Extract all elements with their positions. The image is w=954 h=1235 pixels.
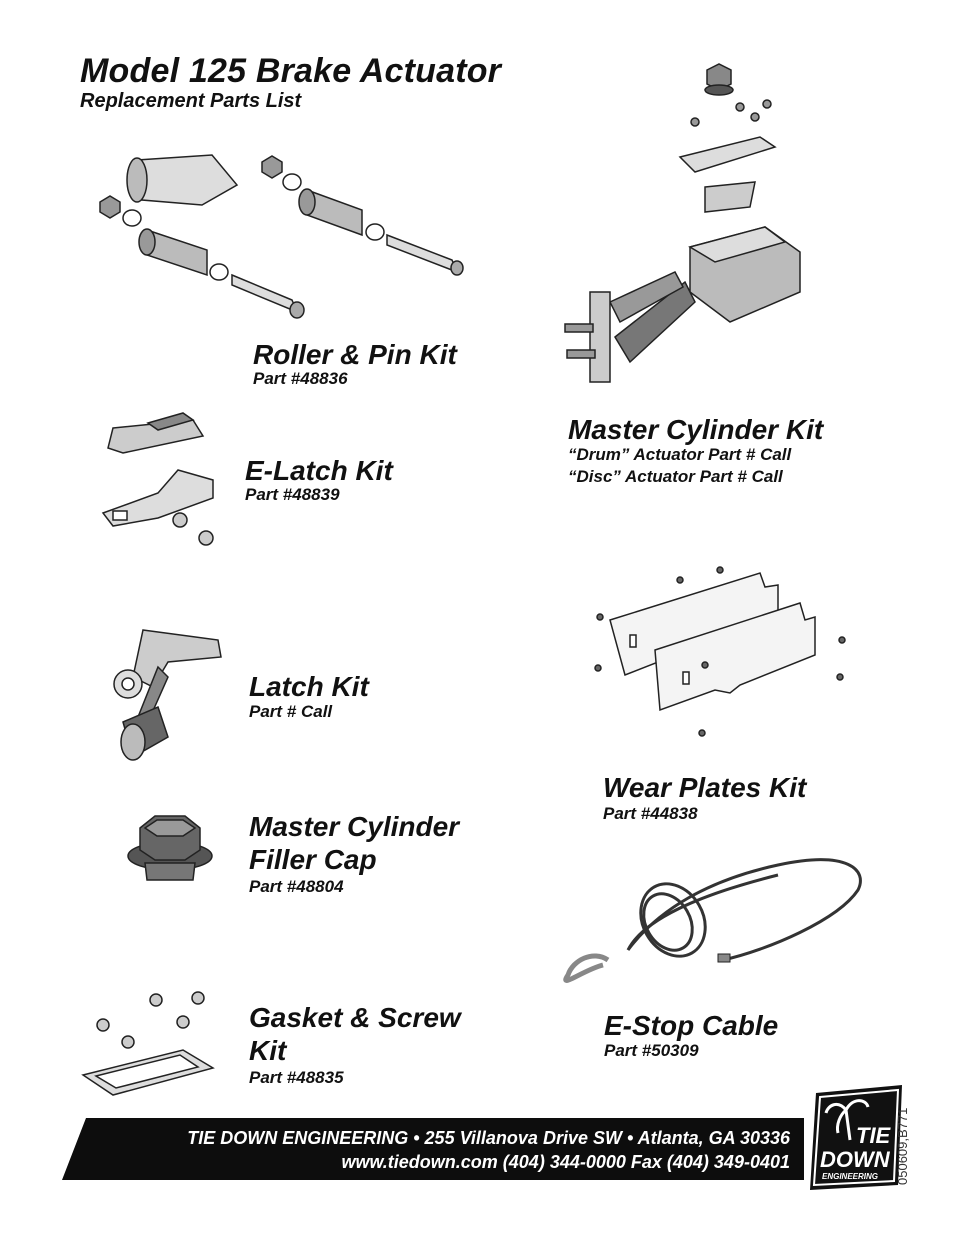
filler-cap-illustration	[127, 815, 213, 881]
e-stop-cable-part: Part #50309	[604, 1041, 699, 1060]
logo-text-down: DOWN	[820, 1147, 891, 1172]
logo-text-engineering: ENGINEERING	[822, 1172, 878, 1181]
gasket-screw-kit-illustration	[81, 991, 215, 1096]
roller-pin-kit-illustration	[99, 154, 464, 319]
e-stop-cable-illustration	[563, 858, 862, 983]
e-latch-kit-name: E-Latch Kit	[245, 455, 393, 486]
roller-pin-kit-name: Roller & Pin Kit	[253, 339, 457, 370]
e-latch-kit-illustration	[101, 412, 214, 546]
page-subtitle: Replacement Parts List	[80, 90, 302, 112]
master-cylinder-disc-part: “Disc” Actuator Part # Call	[568, 467, 783, 486]
master-cylinder-drum-part: “Drum” Actuator Part # Call	[568, 445, 792, 464]
filler-cap-name-line2: Filler Cap	[249, 844, 377, 875]
gasket-screw-part: Part #48835	[249, 1068, 344, 1087]
page-title: Model 125 Brake Actuator	[80, 52, 502, 90]
filler-cap-part: Part #48804	[249, 877, 344, 896]
filler-cap-name-line1: Master Cylinder	[249, 811, 460, 842]
document-code: 050609,B771	[895, 1107, 910, 1185]
e-latch-kit-part: Part #48839	[245, 485, 340, 504]
gasket-screw-name-line1: Gasket & Screw	[249, 1002, 461, 1033]
footer-address: TIE DOWN ENGINEERING • 255 Villanova Dri…	[187, 1128, 790, 1148]
master-cylinder-kit-illustration	[564, 63, 801, 383]
logo-text-tie: TIE	[856, 1123, 892, 1148]
wear-plates-kit-part: Part #44838	[603, 804, 698, 823]
footer-bar: TIE DOWN ENGINEERING • 255 Villanova Dri…	[62, 1118, 804, 1180]
footer-contact: www.tiedown.com (404) 344-0000 Fax (404)…	[341, 1152, 790, 1172]
wear-plates-kit-name: Wear Plates Kit	[603, 772, 807, 803]
latch-kit-illustration	[113, 629, 222, 761]
latch-kit-name: Latch Kit	[249, 671, 369, 702]
master-cylinder-kit-name: Master Cylinder Kit	[568, 414, 824, 445]
wear-plates-kit-illustration	[594, 566, 846, 737]
gasket-screw-name-line2: Kit	[249, 1035, 287, 1066]
e-stop-cable-name: E-Stop Cable	[604, 1010, 779, 1041]
latch-kit-part: Part # Call	[249, 702, 333, 721]
tie-down-logo: TIE DOWN ENGINEERING	[808, 1085, 904, 1190]
roller-pin-kit-part: Part #48836	[253, 369, 348, 388]
